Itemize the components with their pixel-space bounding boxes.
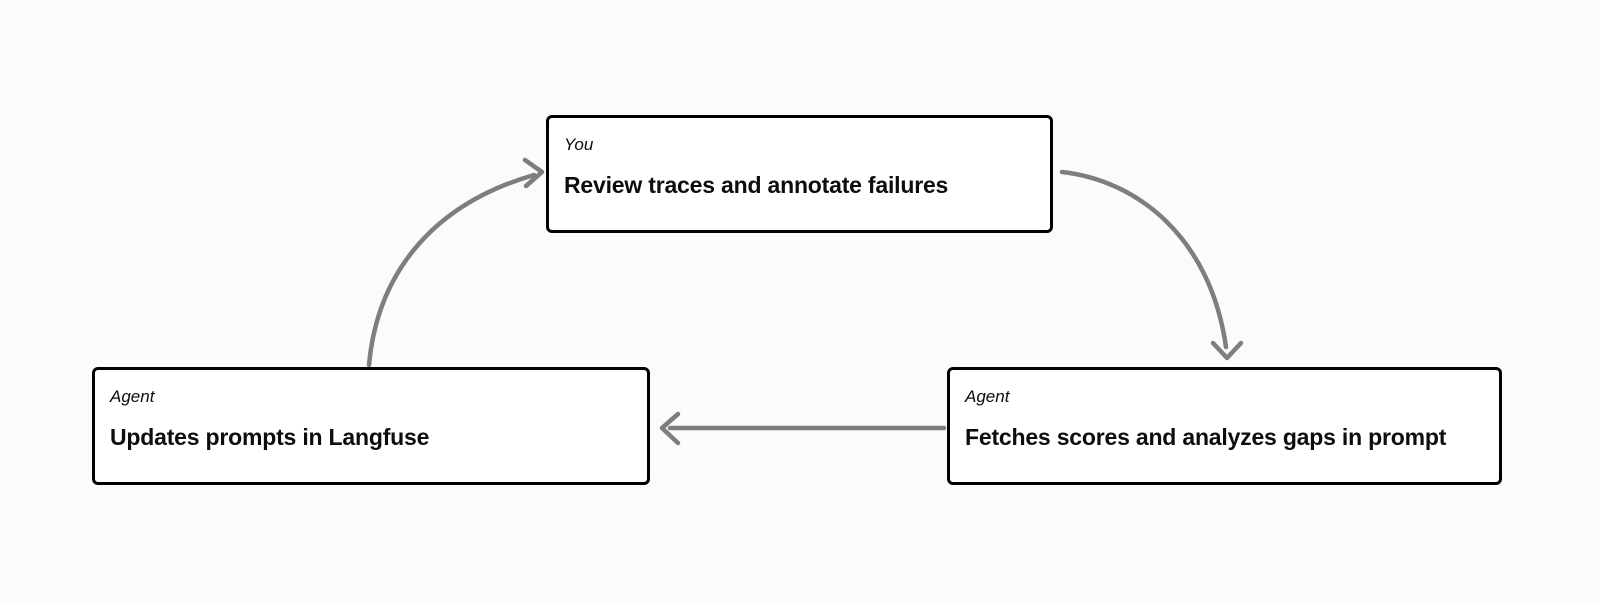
node-title: Fetches scores and analyzes gaps in prom… bbox=[965, 424, 1447, 451]
node-update-prompts: Agent Updates prompts in Langfuse bbox=[92, 367, 650, 485]
node-title: Review traces and annotate failures bbox=[564, 172, 949, 199]
arrow-review-to-fetch bbox=[1059, 169, 1244, 361]
node-actor-label: Agent bbox=[110, 387, 155, 406]
node-review-traces: You Review traces and annotate failures bbox=[546, 115, 1053, 233]
node-fetch-scores: Agent Fetches scores and analyzes gaps i… bbox=[947, 367, 1502, 485]
node-actor-label: You bbox=[564, 135, 594, 154]
arrow-fetch-to-update bbox=[659, 411, 947, 446]
node-title: Updates prompts in Langfuse bbox=[110, 424, 430, 451]
arrow-update-to-review bbox=[366, 157, 545, 368]
node-actor-label: Agent bbox=[965, 387, 1010, 406]
